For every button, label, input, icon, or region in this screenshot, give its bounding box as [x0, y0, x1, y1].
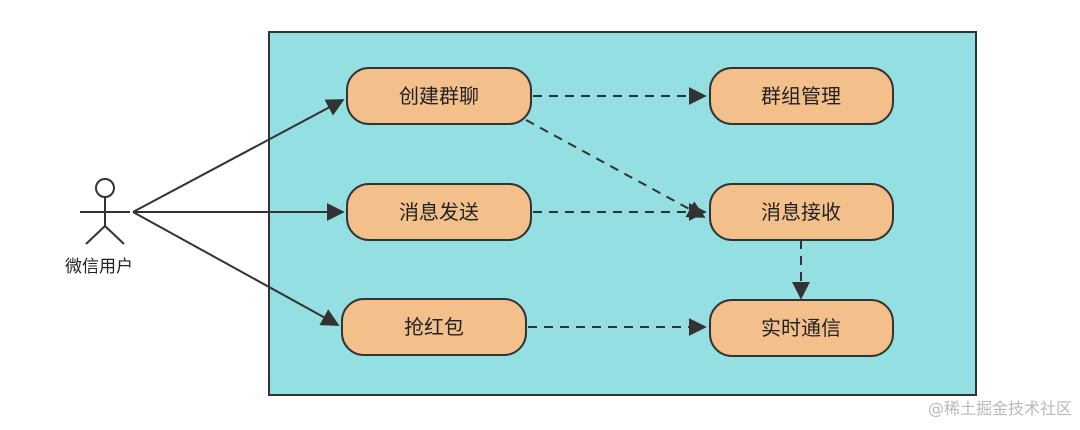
usecase-create-group-label: 创建群聊 [399, 84, 479, 108]
usecase-receive-message-label: 消息接收 [761, 200, 841, 224]
association-create-group [132, 99, 345, 213]
usecase-group-manage-label: 群组管理 [761, 84, 841, 108]
actor-associations [132, 99, 345, 326]
watermark: @稀土掘金技术社区 [928, 399, 1072, 418]
usecase-red-packet: 抢红包 [341, 298, 527, 356]
actor-label: 微信用户 [65, 257, 133, 277]
usecase-group-manage: 群组管理 [709, 67, 894, 125]
dep-create-to-receive [525, 119, 706, 218]
usecase-red-packet-label: 抢红包 [404, 315, 464, 339]
actor-left-leg [85, 225, 106, 245]
usecase-send-message-label: 消息发送 [399, 200, 479, 224]
usecase-realtime-comm-label: 实时通信 [761, 316, 841, 340]
association-red-packet [132, 211, 340, 326]
actor-head [95, 178, 115, 198]
usecase-send-message: 消息发送 [346, 183, 532, 241]
dependencies [525, 87, 810, 336]
actor-right-leg [104, 225, 125, 245]
usecase-receive-message: 消息接收 [709, 183, 894, 241]
usecase-realtime-comm: 实时通信 [709, 299, 894, 357]
usecase-create-group: 创建群聊 [346, 67, 532, 125]
actor-wechat-user [80, 178, 130, 245]
